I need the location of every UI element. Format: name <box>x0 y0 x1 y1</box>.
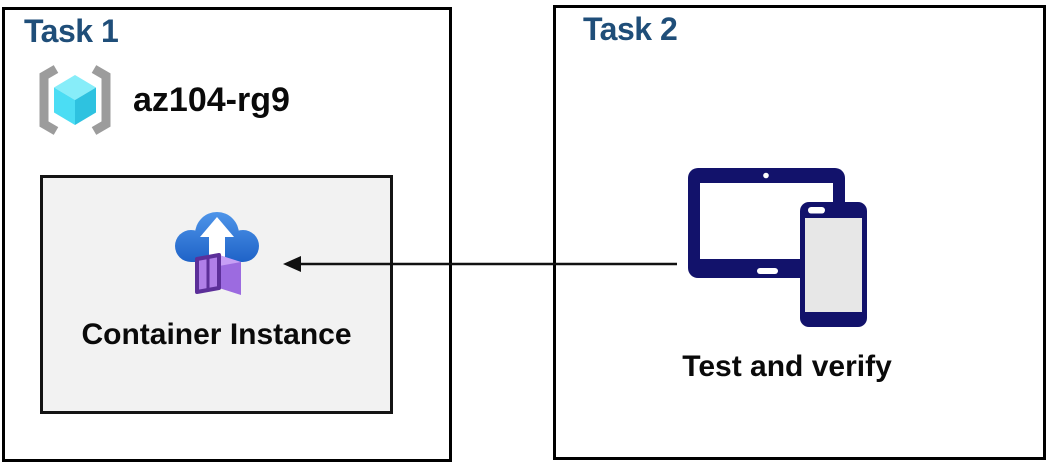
upload-arrow-icon <box>199 217 234 261</box>
task1-box: Task 1 az104-rg9 <box>2 7 452 462</box>
resource-group-icon <box>39 65 111 135</box>
container-instance-label: Container Instance <box>81 318 352 351</box>
phone-icon <box>800 202 867 327</box>
container-instance-box: Container Instance <box>40 175 393 414</box>
test-verify-label: Test and verify <box>682 350 892 383</box>
task1-title: Task 1 <box>24 13 119 49</box>
resource-group: az104-rg9 <box>33 62 290 138</box>
container-box-shape <box>194 253 241 295</box>
container-instance-icon <box>174 212 259 295</box>
resource-group-name: az104-rg9 <box>133 80 290 119</box>
devices-icon <box>688 168 867 327</box>
task2-title: Task 2 <box>583 11 678 47</box>
left-arrow-connector <box>283 256 677 272</box>
task2-box: Task 2 Test and verify <box>553 5 1046 460</box>
